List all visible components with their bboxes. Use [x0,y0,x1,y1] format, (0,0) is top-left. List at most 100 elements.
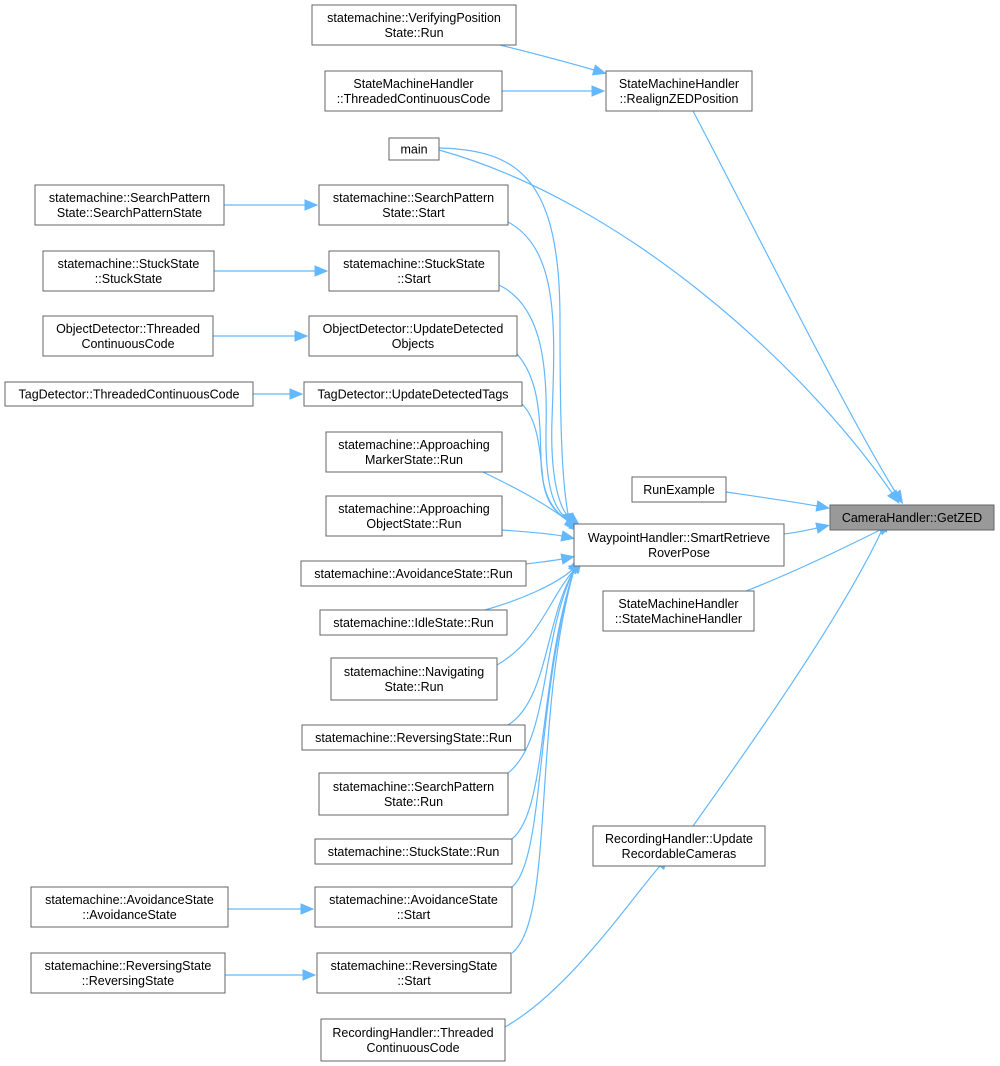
caller-node[interactable]: statemachine::ReversingState::Run [301,724,526,751]
edge-arrowhead [591,64,607,76]
caller-node[interactable]: statemachine::SearchPatternState::Start [318,184,509,226]
node-label-line: statemachine::ReversingState [331,959,498,973]
edge-arrowhead [289,388,304,400]
node-label-line: statemachine::SearchPattern [333,191,494,205]
node-label-line: State::SearchPatternState [57,206,202,220]
edge-line [725,491,818,507]
caller-node[interactable]: RunExample [631,476,727,503]
node-label-line: statemachine::VerifyingPosition [327,11,501,25]
edge-line [511,569,575,840]
node-label-line: statemachine::ReversingState::Run [315,731,512,745]
edge-n5-n6 [224,199,319,211]
node-label-line: RecordingHandler::Threaded [332,1026,493,1040]
caller-node[interactable]: statemachine::StuckState::Run [314,838,513,865]
node-box [42,250,215,292]
edge-n11-n12 [253,388,304,400]
caller-node[interactable]: statemachine::SearchPatternState::Search… [34,184,225,226]
edge-line [504,865,661,1028]
edge-line [745,529,881,592]
node-label-line: ::AvoidanceState [82,908,176,922]
node-label-line: ::StateMachineHandler [615,612,742,626]
node-box [605,70,753,112]
edge-line [507,569,575,726]
node-label-line: CameraHandler::GetZED [842,511,982,525]
caller-node[interactable]: statemachine::AvoidanceState::Run [300,560,527,587]
node-label-line: ::Start [397,974,431,988]
node-label-line: ContinuousCode [366,1041,459,1055]
edge-n16-n17 [501,529,576,542]
node-box [324,70,503,112]
edge-line [484,569,573,611]
caller-node[interactable]: statemachine::SearchPatternState::Run [318,772,509,816]
edge-n30-n25 [504,856,669,1028]
node-box [30,952,226,994]
edge-line [499,44,595,71]
node-box [42,315,214,357]
node-box [320,1018,506,1062]
caller-node[interactable]: ObjectDetector::ThreadedContinuousCode [42,315,214,357]
edge-n12-n17 [521,403,582,530]
edge-n28-n29 [225,969,317,981]
edge-n7-n8 [214,265,329,277]
node-label-line: RoverPose [648,546,710,560]
caller-node[interactable]: TagDetector::ThreadedContinuousCode [4,381,254,407]
caller-node[interactable]: main [388,137,440,161]
caller-node[interactable]: statemachine::ReversingState::ReversingS… [30,952,226,994]
caller-node[interactable]: StateMachineHandler::StateMachineHandler [602,590,755,632]
node-label-line: statemachine::StuckState [343,257,485,271]
edge-line [438,147,569,515]
caller-node[interactable]: statemachine::IdleState::Run [319,609,508,636]
edge-line [501,529,563,537]
node-box [325,431,503,473]
edge-line [438,149,893,494]
caller-node[interactable]: statemachine::ReversingState::Start [316,952,512,994]
node-box [330,657,498,701]
node-label-line: ObjectDetector::Threaded [56,322,200,336]
caller-node[interactable]: TagDetector::UpdateDetectedTags [303,381,523,407]
caller-node[interactable]: statemachine::AvoidanceState::AvoidanceS… [30,886,229,928]
root-function-node[interactable]: CameraHandler::GetZED [829,504,995,531]
edge-n17-n15 [783,522,830,535]
node-label-line: WaypointHandler::SmartRetrieve [588,531,770,545]
node-box [30,886,229,928]
edge-n6-n17 [507,221,581,527]
caller-node[interactable]: statemachine::ApproachingObjectState::Ru… [325,495,503,537]
edge-line [692,529,883,827]
caller-node[interactable]: RecordingHandler::ThreadedContinuousCode [320,1018,506,1062]
node-label-line: statemachine::AvoidanceState [329,893,498,907]
node-label-line: ::RealignZEDPosition [620,92,739,106]
node-box [318,772,509,816]
caller-node[interactable]: statemachine::VerifyingPositionState::Ru… [311,4,517,46]
caller-node[interactable]: StateMachineHandler::ThreadedContinuousC… [324,70,503,112]
caller-node[interactable]: statemachine::StuckState::Start [328,250,500,292]
caller-node[interactable]: statemachine::AvoidanceState::Start [314,886,513,928]
node-label-line: ::Start [397,908,431,922]
node-box [314,886,513,928]
node-box [314,838,513,865]
node-label-line: StateMachineHandler [618,597,738,611]
node-box [316,952,512,994]
node-box [388,137,440,161]
node-box [573,523,785,567]
node-box [300,560,527,587]
node-label-line: statemachine::Approaching [338,438,490,452]
caller-node[interactable]: statemachine::ApproachingMarkerState::Ru… [325,431,503,473]
edge-arrowhead [560,553,576,565]
node-box [311,4,517,46]
caller-node[interactable]: StateMachineHandler::RealignZEDPosition [605,70,753,112]
node-box [602,590,755,632]
edge-n1-n3 [499,44,607,76]
edge-line [507,221,571,519]
node-box [319,609,508,636]
caller-node[interactable]: RecordingHandler::UpdateRecordableCamera… [592,825,766,867]
node-box [34,184,225,226]
node-label-line: ObjectDetector::UpdateDetected [323,322,504,336]
node-label-line: TagDetector::UpdateDetectedTags [317,388,508,402]
edge-n4-n15 [438,149,900,504]
node-label-line: RunExample [643,483,715,497]
caller-node[interactable]: statemachine::StuckState::StuckState [42,250,215,292]
